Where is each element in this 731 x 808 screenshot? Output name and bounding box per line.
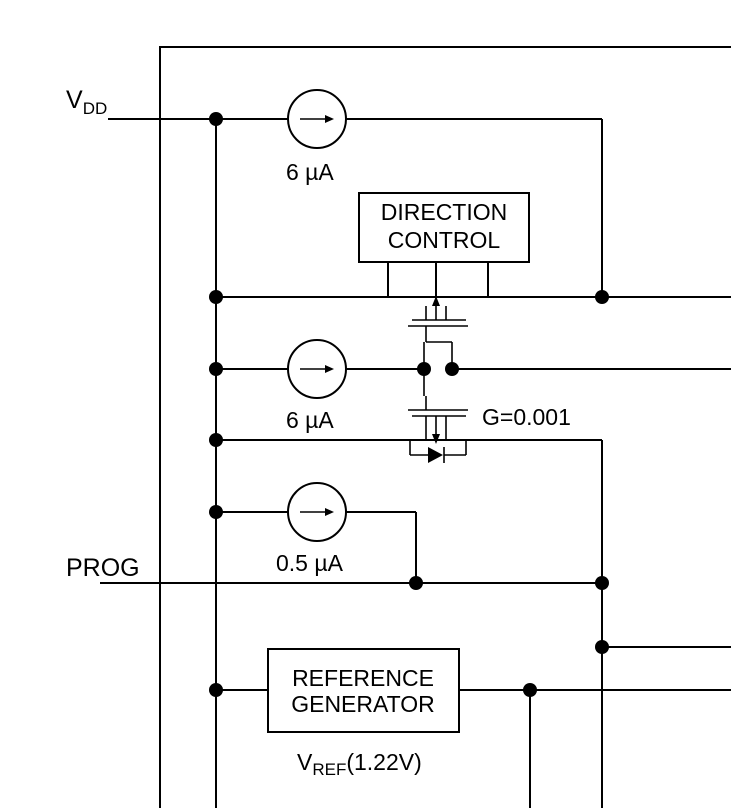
reference-generator-label-line1: REFERENCE (292, 665, 434, 691)
upper-transistor-icon (408, 296, 468, 343)
lower-transistor-icon (408, 396, 468, 444)
current-source-icon (287, 482, 347, 542)
direction-control-block (358, 192, 530, 263)
current-source-label: 6 µA (286, 159, 334, 185)
row-512-wire (216, 511, 417, 583)
gain-label: G=0.001 (482, 404, 571, 430)
diode-icon (409, 440, 467, 463)
vdd-label: VDD (66, 86, 107, 118)
junction-dots (209, 112, 609, 697)
vdd-line (108, 118, 603, 297)
row-440-wire (216, 439, 603, 808)
direction-control-label-line2: CONTROL (388, 227, 501, 253)
current-source-icon (287, 339, 347, 399)
prog-label: PROG (66, 554, 140, 582)
direction-control-label-line1: DIRECTION (381, 199, 508, 225)
chip-outline (159, 46, 731, 808)
reference-wires (216, 689, 731, 808)
current-source-icon (287, 89, 347, 149)
current-source-label: 0.5 µA (276, 550, 344, 576)
vref-label: VREF(1.22V) (297, 749, 422, 779)
reference-generator-label-line2: GENERATOR (291, 691, 435, 717)
current-source-label: 6 µA (286, 407, 334, 433)
direction-control-legs (387, 262, 489, 297)
reference-generator-block (267, 648, 460, 733)
